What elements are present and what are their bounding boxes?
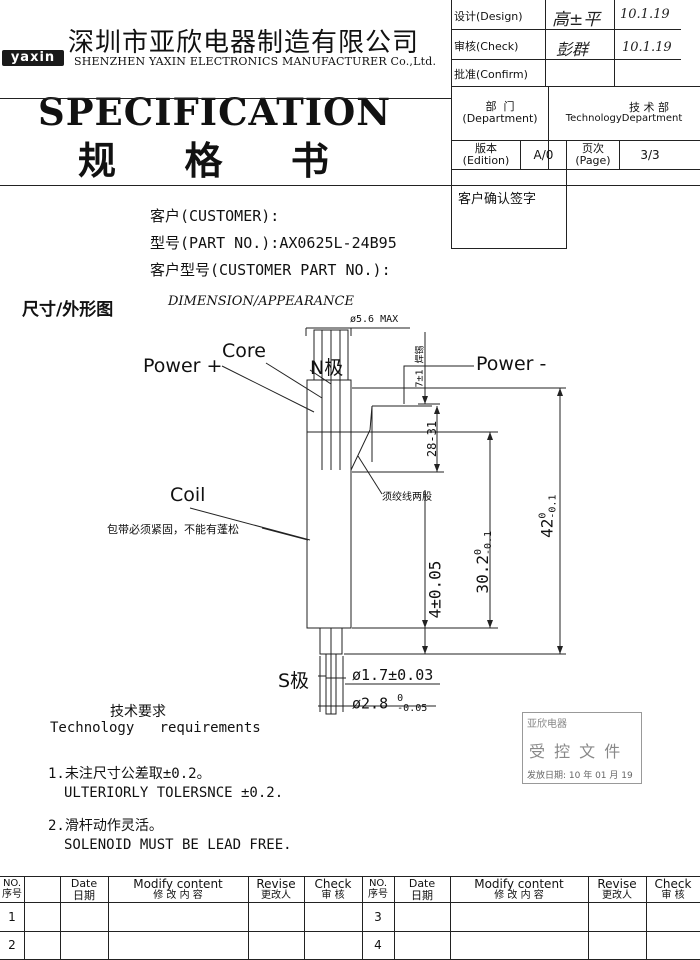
- spec-title-en: SPECIFICATION: [38, 90, 392, 134]
- dim-lead: 28-31: [425, 420, 440, 458]
- department-label: 部 门 (Department): [462, 100, 538, 125]
- customer-confirm-label: 客户确认签字: [458, 192, 537, 207]
- edition-value: A/0: [533, 147, 554, 162]
- logo-text: yaxin: [10, 50, 56, 65]
- page-value: 3/3: [640, 147, 660, 162]
- approval-check-signature: 彭群: [556, 40, 589, 59]
- approval-design-signature: 高±平: [552, 10, 601, 30]
- label-power-minus: Power -: [476, 353, 547, 375]
- label-power-plus: Power +: [143, 355, 223, 377]
- company-name-cn: 深圳市亚欣电器制造有限公司: [68, 28, 420, 58]
- requirement-item: 1.未注尺寸公差取±0.2。 ULTERIORLY TOLERSNCE ±0.2…: [48, 766, 284, 801]
- company-name-en: SHENZHEN YAXIN ELECTRONICS MANUFACTURER …: [74, 55, 437, 68]
- dim-tin: 7±1 焊锡: [414, 345, 426, 388]
- company-logo: yaxin: [2, 50, 64, 66]
- solenoid-body: [306, 379, 352, 629]
- dim-l30: 30.20 -0.1: [472, 530, 494, 594]
- dim-l42: 420 -0.1: [536, 494, 558, 538]
- page-label: 页次 (Page): [575, 142, 611, 167]
- part-label: 型号(PART NO.):: [150, 234, 280, 252]
- table-row-1-no-right: 3: [374, 909, 382, 924]
- department-value: 技 术 部 TechnologyDepartment: [565, 100, 683, 124]
- approval-design-label: 设计(Design): [454, 10, 523, 23]
- table-row-1-no: 1: [8, 909, 16, 924]
- dim-l4: 4±0.05: [425, 560, 445, 619]
- edition-label: 版本 (Edition): [462, 142, 510, 167]
- rev-header-no: NO.序号: [2, 878, 22, 900]
- controlled-stamp: 亚欣电器 受 控 文 件 发放日期: 10 年 01 月 19: [522, 712, 642, 784]
- requirement-item: 2.滑杆动作灵活。 SOLENOID MUST BE LEAD FREE.: [48, 818, 292, 853]
- customer-label: 客户(CUSTOMER):: [150, 207, 280, 225]
- approval-check-label: 审核(Check): [454, 40, 519, 53]
- label-core: Core: [222, 340, 266, 362]
- dimension-title-en: DIMENSION/APPEARANCE: [168, 294, 354, 309]
- dim-d17: ø1.7±0.03: [352, 666, 434, 684]
- part-number: AX0625L-24B95: [279, 234, 397, 252]
- label-n-pole: N极: [310, 357, 344, 379]
- requirements-list: 1.未注尺寸公差取±0.2。 ULTERIORLY TOLERSNCE ±0.2…: [48, 765, 292, 855]
- dim-d28: ø2.8 0 -0.05: [352, 693, 428, 714]
- wire-note: 须绞线两股: [382, 492, 432, 503]
- table-row-2-no: 2: [8, 938, 16, 953]
- dim-d-max: ø5.6 MAX: [350, 314, 399, 325]
- approval-design-date: 10.1.19: [620, 7, 670, 22]
- table-row-2-no-right: 4: [374, 938, 382, 953]
- spec-title-cn: 规 格 书: [78, 138, 343, 183]
- dimension-title-cn: 尺寸/外形图: [22, 300, 114, 320]
- requirements-title-cn: 技术要求: [110, 704, 166, 720]
- requirements-title-en: Technology requirements: [50, 720, 261, 736]
- rev-header-no-2: NO.序号: [368, 878, 388, 900]
- approval-confirm-label: 批准(Confirm): [454, 68, 528, 81]
- label-coil: Coil: [170, 484, 206, 506]
- part-number-row: 型号(PART NO.):AX0625L-24B95: [150, 230, 397, 257]
- customer-info: 客户(CUSTOMER): 型号(PART NO.):AX0625L-24B95…: [150, 203, 397, 284]
- customer-part-label: 客户型号(CUSTOMER PART NO.):: [150, 261, 391, 279]
- header-block: yaxin 深圳市亚欣电器制造有限公司 SHENZHEN YAXIN ELECT…: [0, 0, 700, 249]
- label-s-pole: S极: [278, 670, 310, 692]
- coil-note: 包带必须紧固，不能有蓬松: [107, 523, 239, 536]
- approval-check-date: 10.1.19: [622, 40, 672, 55]
